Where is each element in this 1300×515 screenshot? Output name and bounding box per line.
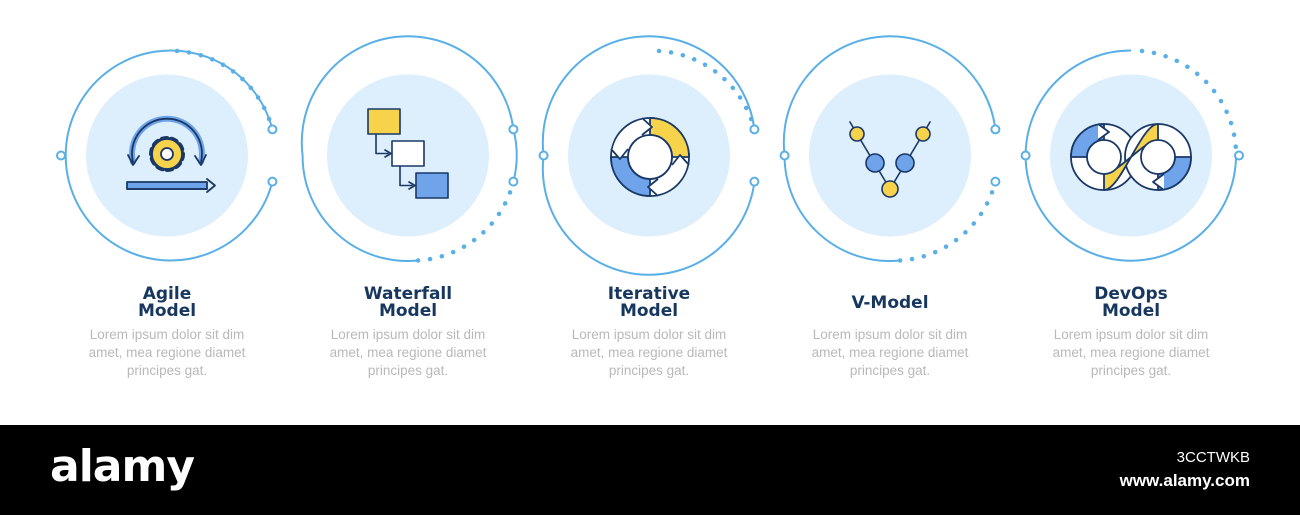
step-desc-agile: Lorem ipsum dolor sit dim amet, mea regi… [72, 326, 262, 380]
step-desc-waterfall: Lorem ipsum dolor sit dim amet, mea regi… [313, 326, 503, 380]
step-desc-line: amet, mea regione diamet [1052, 345, 1210, 360]
step-desc-line: Lorem ipsum dolor sit dim [330, 327, 486, 342]
step-desc-line: principes gat. [1090, 363, 1172, 378]
step-devops [1020, 48, 1244, 262]
step-desc-line: Lorem ipsum dolor sit dim [89, 327, 245, 342]
step-desc-line: Lorem ipsum dolor sit dim [812, 327, 968, 342]
step-desc-line: principes gat. [367, 363, 449, 378]
image-id: 3CCTWKB [1176, 449, 1250, 466]
footer-bar: alamy 3CCTWKB www.alamy.com [0, 425, 1300, 515]
step-waterfall [300, 35, 519, 263]
v-model-nodes-icon [849, 121, 931, 198]
agile-cycle-gear-icon [126, 115, 216, 193]
step-iterative [538, 35, 760, 276]
ring-agile [56, 48, 278, 262]
step-desc-line: principes gat. [126, 363, 208, 378]
step-title-waterfall: Waterfall Model [363, 284, 453, 321]
waterfall-steps-icon [367, 108, 449, 199]
iterative-cycle-icon [610, 117, 690, 197]
ring-iterative [538, 35, 760, 276]
site-url: www.alamy.com [1119, 471, 1250, 490]
step-desc-line: principes gat. [849, 363, 931, 378]
step-agile [56, 48, 278, 262]
step-desc-line: amet, mea regione diamet [329, 345, 487, 360]
step-desc-line: amet, mea regione diamet [88, 345, 246, 360]
step-desc-devops: Lorem ipsum dolor sit dim amet, mea regi… [1036, 326, 1226, 380]
step-title-iterative: Iterative Model [607, 284, 691, 321]
step-desc-line: principes gat. [608, 363, 690, 378]
step-v-model [779, 35, 1001, 263]
devops-infinity-icon [1070, 123, 1192, 191]
infographic-diagram [56, 35, 1244, 276]
step-title-v-model: V-Model [851, 293, 929, 313]
step-desc-line: amet, mea regione diamet [570, 345, 728, 360]
step-desc-v-model: Lorem ipsum dolor sit dim amet, mea regi… [795, 326, 985, 380]
step-desc-line: amet, mea regione diamet [811, 345, 969, 360]
step-desc-line: Lorem ipsum dolor sit dim [571, 327, 727, 342]
ring-v-model [779, 35, 1001, 263]
disc-v-model [809, 74, 971, 237]
alamy-logo: alamy [50, 441, 195, 492]
step-title-devops: DevOps Model [1094, 284, 1168, 321]
step-desc-iterative: Lorem ipsum dolor sit dim amet, mea regi… [554, 326, 744, 380]
step-title-agile: Agile Model [137, 284, 197, 321]
ring-waterfall [300, 35, 519, 263]
ring-devops [1020, 48, 1244, 262]
step-desc-line: Lorem ipsum dolor sit dim [1053, 327, 1209, 342]
